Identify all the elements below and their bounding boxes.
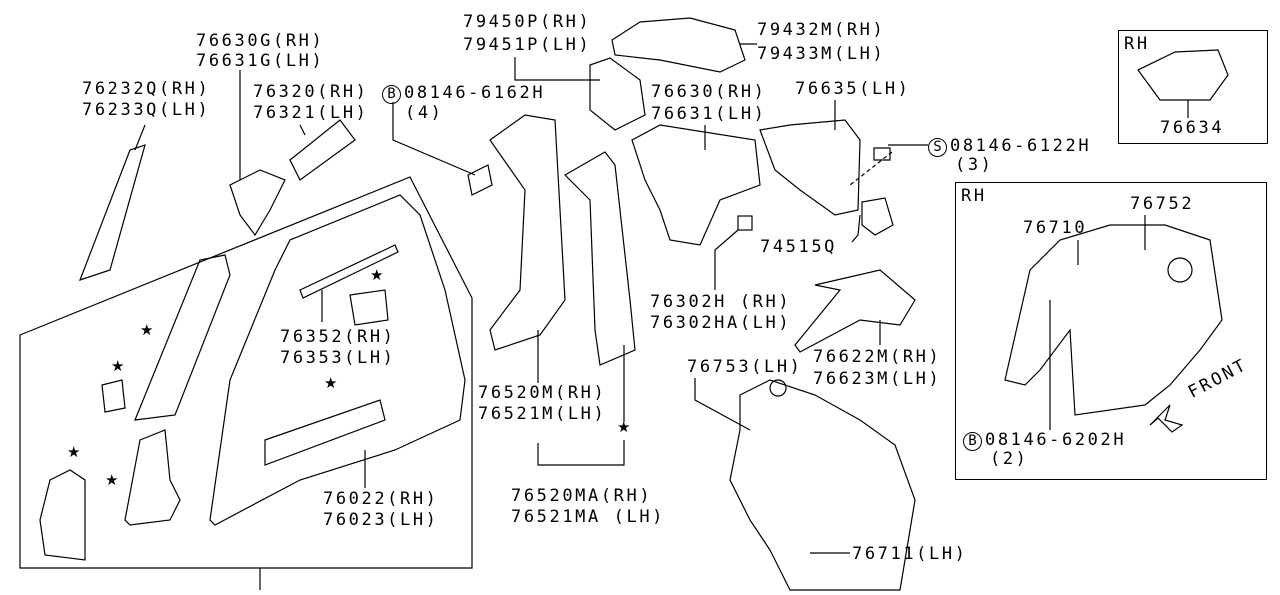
bolt-symbol: B xyxy=(963,432,982,451)
star-icon: ★ xyxy=(105,471,119,489)
label-79451p: 79451P(LH) xyxy=(463,35,592,55)
part-pillar-c xyxy=(124,429,181,526)
label-76711: 76711(LH) xyxy=(852,544,968,564)
star-icon: ★ xyxy=(67,443,81,461)
part-76634 xyxy=(1137,49,1229,101)
label-79450p: 79450P(RH) xyxy=(463,12,592,32)
part-76022 xyxy=(209,194,466,526)
inset-wheelhouse xyxy=(955,182,1267,480)
part-76635 xyxy=(759,119,861,216)
label-76753: 76753(LH) xyxy=(687,357,803,377)
label-76520ma: 76520MA(RH) xyxy=(511,486,653,506)
label-76710: 76710 xyxy=(1023,218,1088,238)
label-76353: 76353(LH) xyxy=(280,348,396,368)
part-76520m xyxy=(489,114,566,351)
part-79450p xyxy=(589,57,646,131)
label-76321: 76321(LH) xyxy=(253,103,369,123)
label-76630: 76630(RH) xyxy=(651,82,767,102)
bolt-symbol: B xyxy=(382,85,401,104)
label-76630g: 76630G(RH) xyxy=(196,31,325,51)
label-76023: 76023(LH) xyxy=(323,510,439,530)
label-79433m: 79433M(LH) xyxy=(757,44,886,64)
part-small1 xyxy=(101,379,126,413)
label-bolt2-qty: (2) xyxy=(990,449,1029,469)
label-76302ha: 76302HA(LH) xyxy=(650,313,792,333)
inset-76634 xyxy=(1118,30,1268,144)
label-74515q: 74515Q xyxy=(760,237,838,257)
label-76622m: 76622M(RH) xyxy=(813,347,942,367)
inset1-side: RH xyxy=(1124,34,1150,54)
part-76622m xyxy=(794,269,916,353)
part-76753-76711 xyxy=(729,379,916,591)
label-76521m: 76521M(LH) xyxy=(478,404,607,424)
label-76623m: 76623M(LH) xyxy=(813,369,942,389)
part-76710-76752 xyxy=(1004,224,1223,416)
inset2-side: RH xyxy=(961,186,987,206)
part-pillar-a xyxy=(134,254,231,421)
label-76631g: 76631G(LH) xyxy=(196,51,325,71)
label-79432m: 79432M(RH) xyxy=(757,20,886,40)
star-icon: ★ xyxy=(617,418,631,436)
front-arrow-icon xyxy=(1149,404,1184,433)
label-bolt-qty: (4) xyxy=(405,103,444,123)
part-74515q xyxy=(861,197,894,236)
label-76022: 76022(RH) xyxy=(323,489,439,509)
label-76232q: 76232Q(RH) xyxy=(82,79,211,99)
screw-number: 08146-6122H xyxy=(950,136,1092,156)
label-76752: 76752 xyxy=(1130,194,1195,214)
star-icon: ★ xyxy=(140,321,154,339)
bolt-number: 08146-6162H xyxy=(404,83,546,103)
label-76635: 76635(LH) xyxy=(795,79,911,99)
part-nut xyxy=(737,215,753,231)
part-clip xyxy=(467,164,493,196)
label-76302h: 76302H (RH) xyxy=(650,292,792,312)
label-76631: 76631(LH) xyxy=(651,104,767,124)
label-76634: 76634 xyxy=(1160,118,1225,138)
star-icon: ★ xyxy=(370,266,384,284)
part-79432m xyxy=(611,17,746,73)
label-76521ma: 76521MA (LH) xyxy=(511,507,666,527)
screw-symbol: S xyxy=(928,138,947,157)
label-76320: 76320(RH) xyxy=(253,82,369,102)
assembly-frame xyxy=(19,176,473,569)
part-76630 xyxy=(631,124,761,246)
label-76233q: 76233Q(LH) xyxy=(82,100,211,120)
star-icon: ★ xyxy=(111,357,125,375)
part-76520ma xyxy=(564,151,636,366)
label-76520m: 76520M(RH) xyxy=(478,383,607,403)
part-76232q xyxy=(78,144,146,281)
part-76630g xyxy=(229,169,286,237)
star-icon: ★ xyxy=(324,374,338,392)
part-bracket xyxy=(349,289,389,326)
label-screw-qty: (3) xyxy=(955,155,994,175)
part-screw xyxy=(873,147,891,161)
bolt-number: 08146-6202H xyxy=(985,430,1127,450)
part-pillar-b xyxy=(39,469,86,561)
label-76352: 76352(RH) xyxy=(280,327,396,347)
part-76352 xyxy=(299,244,399,299)
part-76320 xyxy=(289,119,356,181)
